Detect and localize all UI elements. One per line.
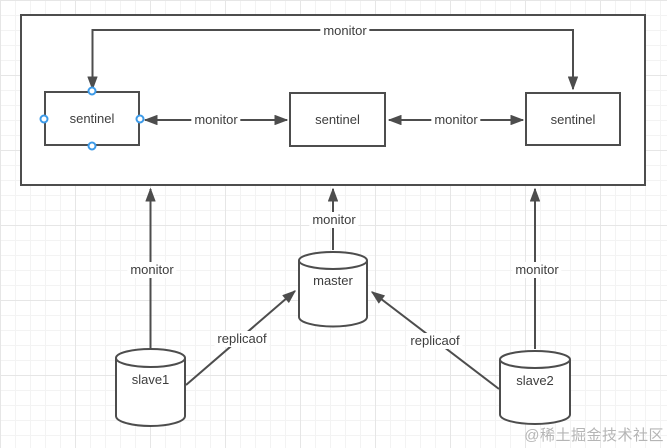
node-master-cylinder[interactable]	[298, 251, 368, 328]
edge-label-replicaof-slave2: replicaof	[407, 333, 463, 349]
edge-monitor-top-to-sentinel1[interactable]	[93, 29, 346, 89]
edge-label-monitor-master: monitor	[309, 212, 359, 228]
watermark: @稀土掘金技术社区	[524, 427, 664, 444]
edge-label-replicaof-slave1: replicaof	[214, 331, 270, 347]
connection-handle-top[interactable]	[87, 86, 97, 96]
master-label: master	[313, 273, 353, 288]
edge-label-monitor-top: monitor	[320, 23, 370, 39]
sentinel-2-label: sentinel	[315, 112, 360, 127]
edge-label-monitor-slave2: monitor	[512, 262, 562, 278]
edge-monitor-top-to-sentinel3[interactable]	[345, 29, 573, 89]
connection-handle-bottom[interactable]	[87, 141, 97, 151]
node-sentinel-1[interactable]: sentinel	[44, 91, 140, 146]
slave2-label: slave2	[516, 373, 554, 388]
slave1-label: slave1	[131, 372, 170, 387]
edge-label-monitor-s2-s3: monitor	[431, 112, 481, 128]
node-slave2-cylinder[interactable]	[499, 350, 571, 425]
edge-label-monitor-slave1: monitor	[127, 262, 177, 278]
sentinel-1-label: sentinel	[69, 111, 115, 126]
node-sentinel-3[interactable]: sentinel	[525, 92, 621, 146]
sentinel-3-label: sentinel	[550, 111, 596, 127]
connection-handle-right[interactable]	[135, 114, 145, 123]
node-slave1-cylinder[interactable]	[115, 348, 186, 427]
edge-label-monitor-s1-s2: monitor	[191, 112, 241, 128]
node-sentinel-2[interactable]: sentinel	[289, 92, 386, 147]
connection-handle-left[interactable]	[39, 114, 49, 123]
